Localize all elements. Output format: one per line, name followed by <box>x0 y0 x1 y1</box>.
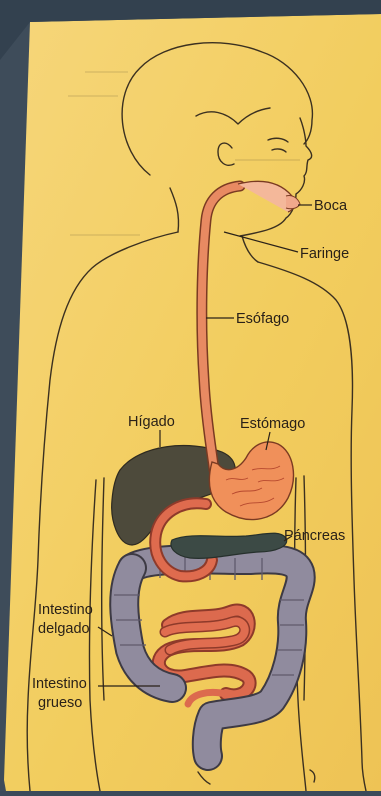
label-intestino-delgado-line2: delgado <box>38 621 90 637</box>
label-boca: Boca <box>314 198 348 214</box>
label-intestino-delgado-line1: Intestino <box>38 602 93 618</box>
label-esofago: Esófago <box>236 311 289 327</box>
label-higado: Hígado <box>128 414 175 430</box>
label-faringe: Faringe <box>300 246 349 262</box>
label-estomago: Estómago <box>240 416 305 432</box>
label-intestino-grueso-line1: Intestino <box>32 676 87 692</box>
label-intestino-grueso-line2: grueso <box>38 695 82 711</box>
label-pancreas: Páncreas <box>284 528 345 544</box>
